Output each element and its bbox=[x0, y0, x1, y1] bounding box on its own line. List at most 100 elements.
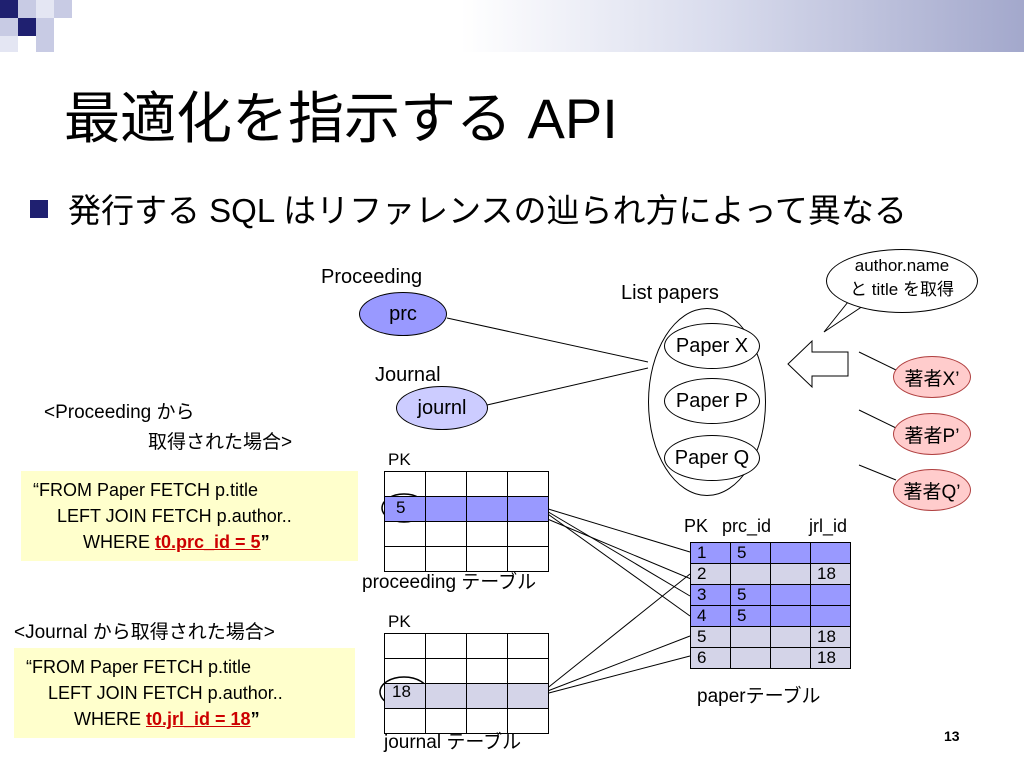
paper-label-q: Paper Q bbox=[674, 446, 750, 469]
decor-square-navy-3 bbox=[54, 0, 72, 18]
paper-table-caption: paperテーブル bbox=[697, 686, 821, 707]
table-row: 2 18 bbox=[690, 563, 851, 585]
author-node-p: 著者P’ bbox=[893, 413, 971, 455]
table-row bbox=[384, 521, 549, 547]
table-row bbox=[384, 546, 549, 572]
decor-square-light-2 bbox=[36, 0, 54, 18]
papers-container-ellipse bbox=[648, 308, 766, 496]
journal-sql-condition: t0.jrl_id = 18 bbox=[146, 709, 251, 729]
decor-square-light-5 bbox=[36, 18, 54, 36]
decor-square-light-1 bbox=[18, 0, 36, 18]
paper-cell-jrl: 18 bbox=[810, 647, 851, 669]
proceeding-sql-close: ” bbox=[260, 532, 270, 552]
table-row: 4 5 bbox=[690, 605, 851, 627]
table-row bbox=[384, 708, 549, 734]
table-row: 1 5 bbox=[690, 542, 851, 564]
slide-title: 最適化を指示する API bbox=[64, 87, 618, 150]
proceeding-table-caption: proceeding テーブル bbox=[362, 572, 537, 593]
proc-link-row1 bbox=[544, 507, 691, 553]
journal-case-heading: <Journal から取得された場合> bbox=[14, 622, 275, 643]
proceeding-sql-line2: LEFT JOIN FETCH p.author.. bbox=[57, 506, 292, 526]
decor-square-light-6 bbox=[36, 36, 54, 52]
table-row bbox=[384, 658, 549, 684]
proceeding-label: Proceeding bbox=[321, 266, 423, 288]
header-gradient-bar bbox=[0, 0, 1024, 52]
paper-cell-pk: 2 bbox=[690, 563, 731, 585]
author-node-x: 著者X’ bbox=[893, 356, 971, 398]
callout-text: author.name と title を取得 bbox=[826, 254, 978, 302]
hollow-arrow-icon bbox=[787, 339, 849, 389]
paper-table-header-jrl: jrl_id bbox=[809, 516, 848, 536]
paper-table-header-pk: PK bbox=[684, 516, 709, 536]
paper-node-p: Paper P bbox=[664, 378, 760, 424]
paper-node-q: Paper Q bbox=[664, 435, 760, 481]
paper-cell-prc: 5 bbox=[730, 605, 771, 627]
table-row bbox=[384, 471, 549, 497]
journal-sql-where: WHERE bbox=[74, 709, 146, 729]
author-q-connector bbox=[858, 464, 897, 481]
journal-sql-line3: WHERE t0.jrl_id = 18” bbox=[14, 706, 355, 732]
paper-cell-empty bbox=[770, 584, 811, 606]
author-x-connector bbox=[858, 351, 897, 371]
paper-cell-jrl: 18 bbox=[810, 626, 851, 648]
proc-link-row4 bbox=[544, 511, 691, 617]
prc-node: prc bbox=[359, 292, 447, 336]
journal-table-caption: journal テーブル bbox=[384, 732, 522, 753]
proc-link-row3 bbox=[544, 509, 691, 597]
author-label-q: 著者Q’ bbox=[903, 481, 961, 503]
journal-label: Journal bbox=[375, 364, 441, 386]
bullet-marker bbox=[30, 200, 48, 218]
journl-connector bbox=[486, 367, 649, 406]
proceeding-case-heading-1: <Proceeding から bbox=[44, 402, 195, 423]
paper-cell-jrl bbox=[810, 542, 851, 564]
decor-square-light-3 bbox=[0, 18, 18, 36]
journal-sql-line2: LEFT JOIN FETCH p.author.. bbox=[48, 683, 283, 703]
paper-cell-prc bbox=[730, 563, 771, 585]
journal-table bbox=[384, 633, 549, 734]
paper-cell-empty bbox=[770, 647, 811, 669]
journl-label: journl bbox=[417, 396, 467, 419]
paper-cell-prc bbox=[730, 647, 771, 669]
proceeding-table bbox=[384, 471, 549, 572]
proceeding-case-heading-2: 取得された場合> bbox=[148, 432, 293, 453]
journal-sql-line1: “FROM Paper FETCH p.title bbox=[26, 657, 252, 677]
page-number: 13 bbox=[944, 728, 960, 744]
paper-cell-jrl bbox=[810, 605, 851, 627]
proceeding-sql-where: WHERE bbox=[83, 532, 155, 552]
decor-square-light-4 bbox=[0, 36, 18, 52]
proceeding-table-value: 5 bbox=[396, 498, 406, 517]
table-row: 6 18 bbox=[690, 647, 851, 669]
journal-table-value: 18 bbox=[392, 682, 411, 701]
author-p-connector bbox=[858, 409, 897, 429]
journl-node: journl bbox=[396, 386, 488, 430]
callout-line1: author.name bbox=[854, 256, 950, 275]
paper-node-x: Paper X bbox=[664, 323, 760, 369]
author-label-p: 著者P’ bbox=[904, 425, 960, 447]
paper-label-p: Paper P bbox=[675, 389, 749, 412]
bullet-text: 発行する SQL はリファレンスの辿られ方によって異なる bbox=[68, 192, 907, 229]
table-row-highlight bbox=[384, 496, 549, 522]
jrl-link-row6 bbox=[544, 655, 691, 695]
paper-table-header-prc: prc_id bbox=[722, 516, 772, 536]
decor-square-navy-2 bbox=[18, 18, 36, 36]
paper-cell-prc: 5 bbox=[730, 542, 771, 564]
paper-cell-prc: 5 bbox=[730, 584, 771, 606]
author-node-q: 著者Q’ bbox=[893, 469, 971, 511]
paper-cell-empty bbox=[770, 542, 811, 564]
paper-cell-pk: 1 bbox=[690, 542, 731, 564]
proceeding-sql-condition: t0.prc_id = 5 bbox=[155, 532, 261, 552]
paper-cell-jrl bbox=[810, 584, 851, 606]
list-papers-label: List papers bbox=[621, 282, 719, 304]
prc-label: prc bbox=[389, 302, 417, 325]
author-label-x: 著者X’ bbox=[904, 368, 960, 390]
paper-cell-prc bbox=[730, 626, 771, 648]
jrl-link-row5 bbox=[544, 635, 691, 693]
proceeding-sql-box: “FROM Paper FETCH p.title LEFT JOIN FETC… bbox=[21, 471, 358, 561]
paper-label-x: Paper X bbox=[675, 334, 749, 357]
journal-table-pk-label: PK bbox=[388, 612, 411, 631]
table-row: 5 18 bbox=[690, 626, 851, 648]
proceeding-sql-line3: WHERE t0.prc_id = 5” bbox=[21, 529, 358, 555]
decor-square-navy-1 bbox=[0, 0, 18, 18]
paper-cell-pk: 3 bbox=[690, 584, 731, 606]
